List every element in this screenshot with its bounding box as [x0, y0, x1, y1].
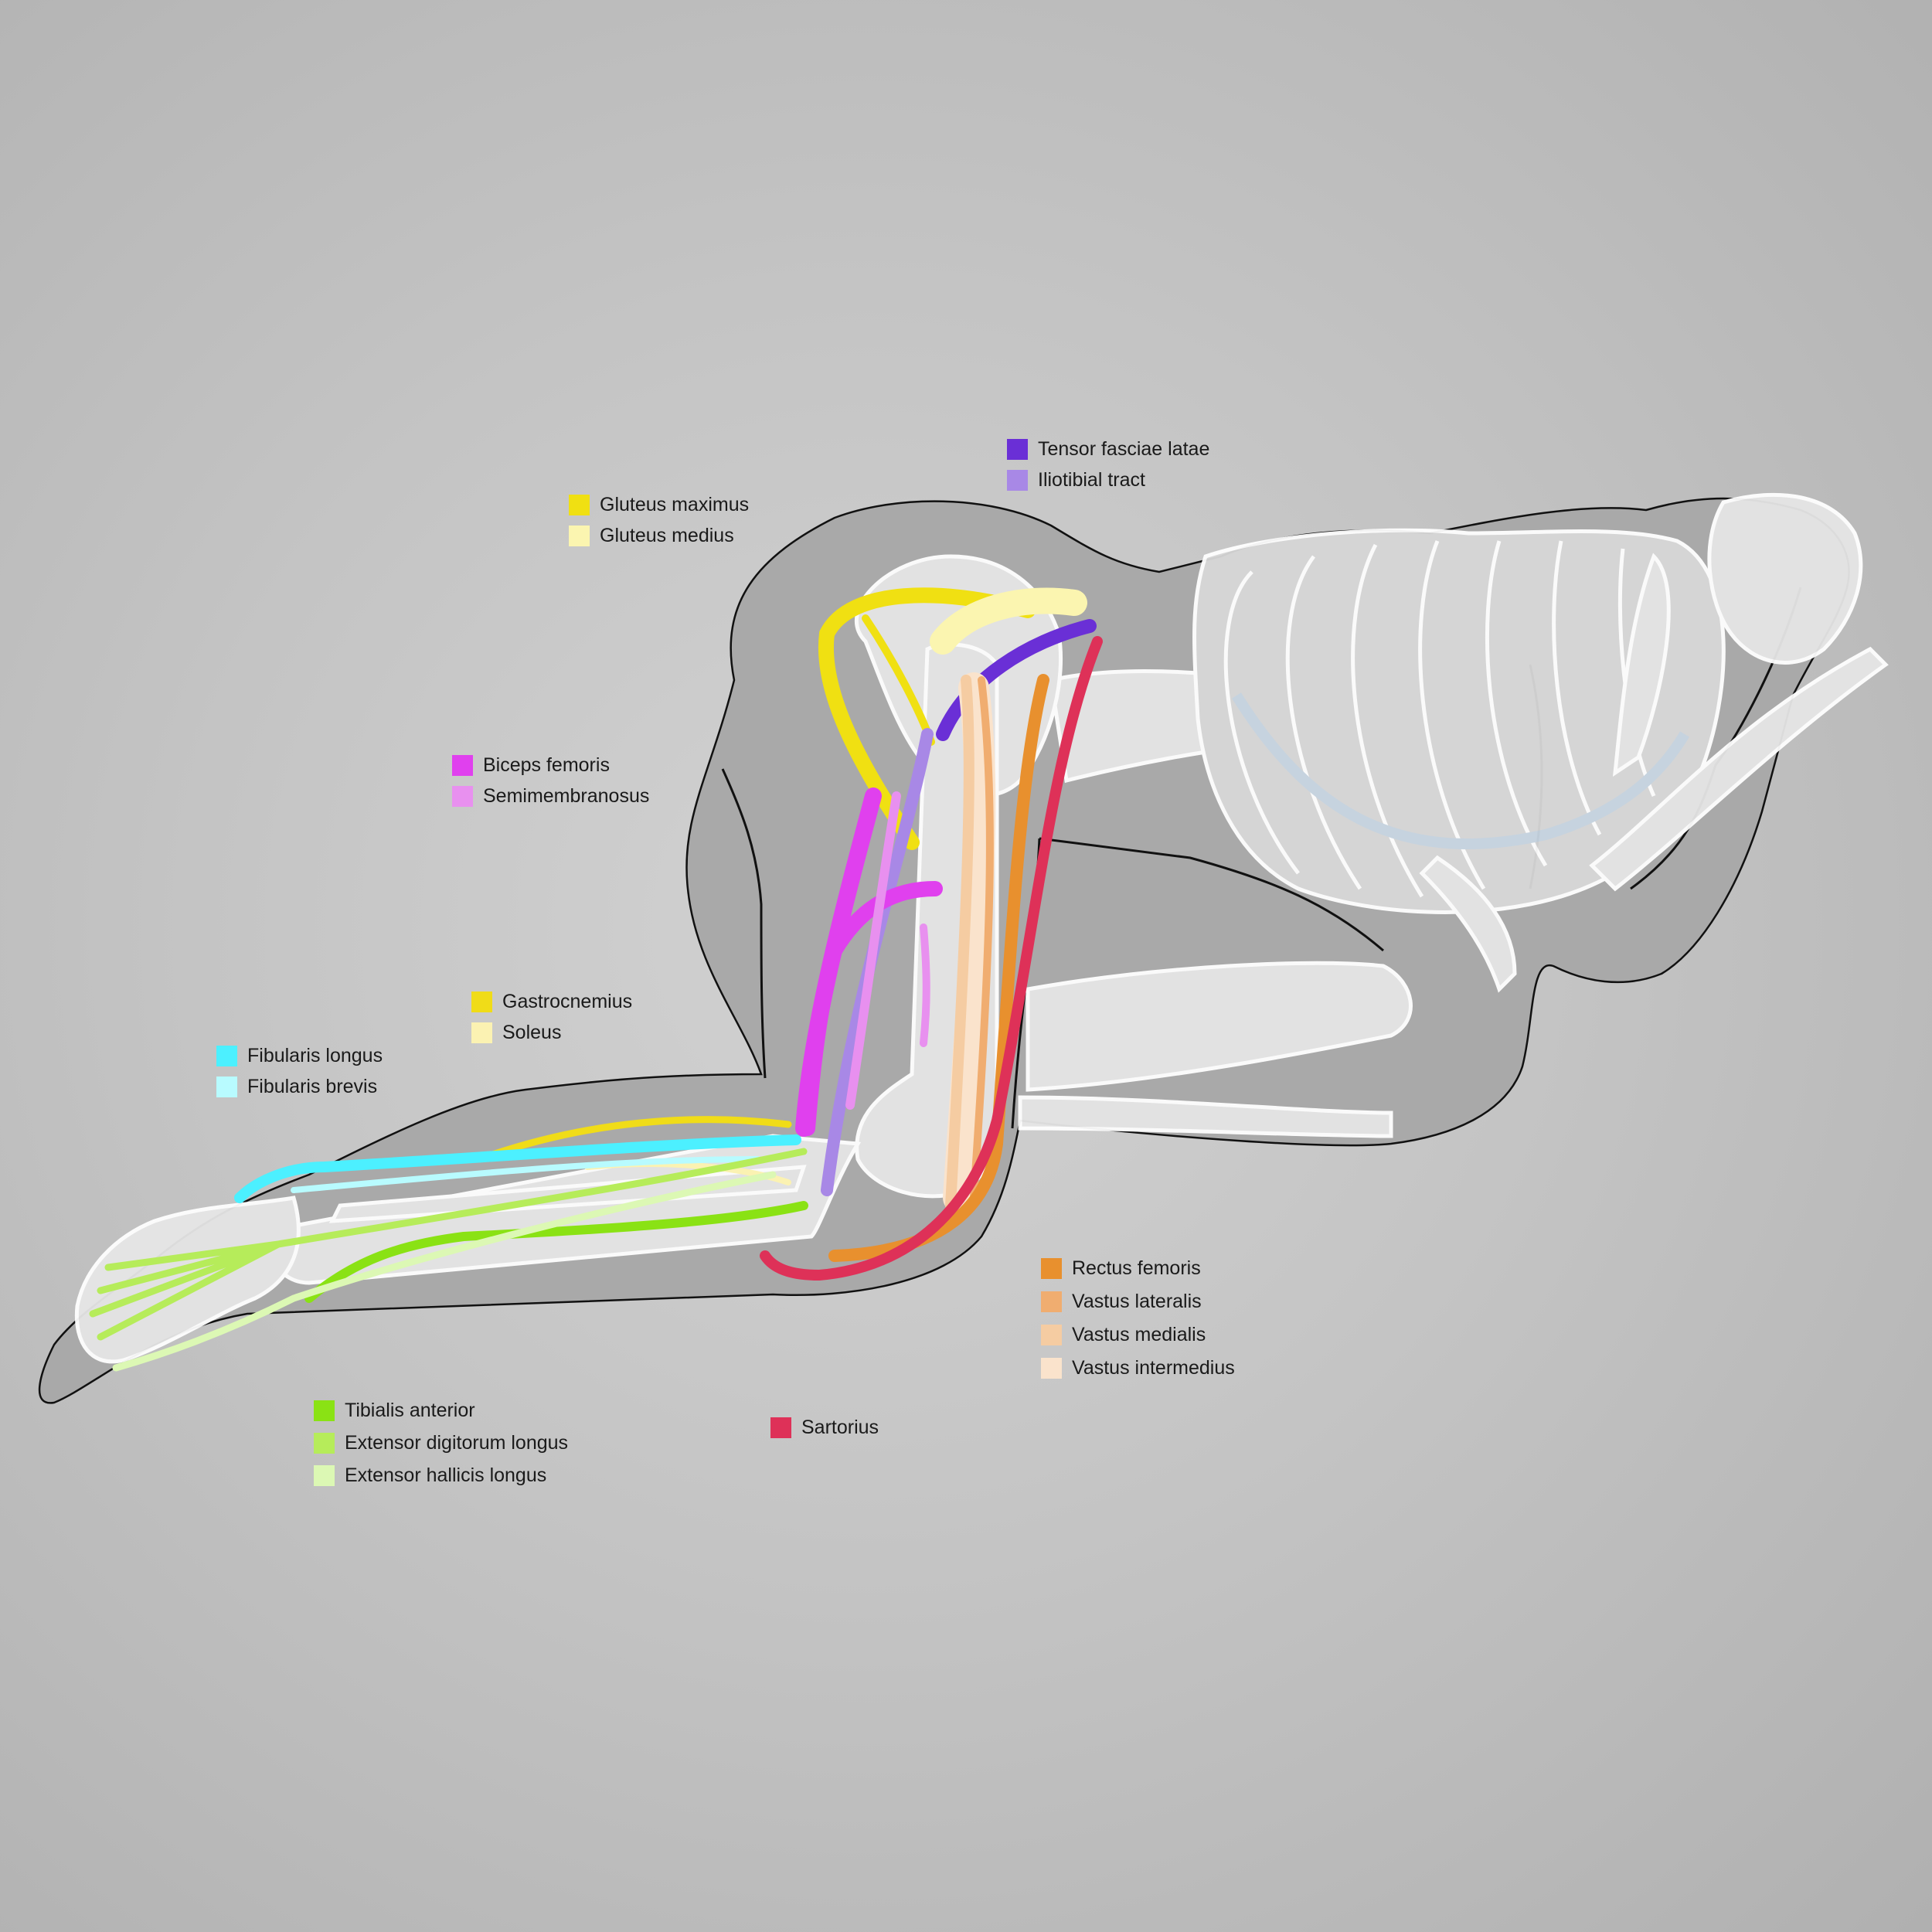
- legend-swatch: [314, 1432, 335, 1454]
- legend-swatch: [1007, 438, 1028, 460]
- legend-group-calf: Gastrocnemius Soleus: [471, 986, 632, 1048]
- legend-item: Biceps femoris: [452, 750, 649, 781]
- legend-swatch: [452, 785, 473, 807]
- tensor-fasciae-latae-shape: [936, 619, 1097, 741]
- legend-item: Extensor digitorum longus: [314, 1427, 568, 1459]
- legend-label: Rectus femoris: [1072, 1257, 1201, 1279]
- bones: [74, 492, 1889, 1364]
- legend-item: Sartorius: [770, 1412, 879, 1443]
- legend-label: Semimembranosus: [483, 784, 650, 807]
- extensor-digitorum-longus-shape: [89, 1148, 808, 1341]
- legend-label: Fibularis longus: [247, 1044, 383, 1066]
- legend-swatch: [452, 754, 473, 776]
- legend-group-hamstrings: Biceps femoris Semimembranosus: [452, 750, 649, 811]
- legend-label: Extensor hallicis longus: [345, 1464, 547, 1486]
- legend-label: Gluteus medius: [600, 524, 734, 546]
- legend-swatch: [569, 494, 590, 515]
- legend-label: Extensor digitorum longus: [345, 1431, 569, 1454]
- legend-label: Sartorius: [801, 1416, 879, 1438]
- legend-label: Gastrocnemius: [502, 990, 633, 1012]
- legend-swatch: [1041, 1358, 1062, 1379]
- legend-swatch: [569, 525, 590, 546]
- legend-item: Rectus femoris: [1041, 1252, 1235, 1285]
- legend-swatch: [1041, 1258, 1062, 1279]
- legend-label: Gluteus maximus: [600, 493, 750, 515]
- legend-group-gluteus: Gluteus maximus Gluteus medius: [569, 489, 749, 551]
- legend-label: Vastus intermedius: [1072, 1357, 1235, 1379]
- vastus-lateralis-shape: [970, 676, 994, 1202]
- legend-item: Gastrocnemius: [471, 986, 632, 1017]
- legend-label: Tibialis anterior: [345, 1399, 475, 1421]
- legend-group-fibularis: Fibularis longus Fibularis brevis: [216, 1040, 383, 1102]
- semimembranosus-shape: [845, 791, 901, 1110]
- legend-swatch: [1041, 1291, 1062, 1312]
- legend-swatch: [216, 1076, 237, 1097]
- legend-item: Fibularis brevis: [216, 1071, 383, 1102]
- legend-swatch: [314, 1400, 335, 1421]
- gastrocnemius-shape: [475, 1116, 792, 1163]
- legend-swatch: [770, 1417, 791, 1438]
- legend-item: Vastus lateralis: [1041, 1285, 1235, 1318]
- legend-label: Biceps femoris: [483, 753, 610, 776]
- legend-label: Fibularis brevis: [247, 1075, 378, 1097]
- legend-item: Semimembranosus: [452, 781, 649, 811]
- legend-swatch: [471, 1022, 492, 1043]
- legend-label: Tensor fasciae latae: [1038, 437, 1210, 460]
- vastus-medialis-shape: [945, 675, 975, 1211]
- legend-item: Soleus: [471, 1017, 632, 1048]
- gluteus-medius-shape: [930, 587, 1087, 655]
- muscles: [89, 587, 1103, 1372]
- legend-group-extensors: Tibialis anterior Extensor digitorum lon…: [314, 1394, 568, 1492]
- legend-swatch: [314, 1464, 335, 1486]
- legend-group-sartorius: Sartorius: [770, 1412, 879, 1443]
- legend-swatch: [1041, 1325, 1062, 1345]
- legend-group-tensor: Tensor fasciae latae Iliotibial tract: [1007, 434, 1209, 495]
- legend-group-quadriceps: Rectus femoris Vastus lateralis Vastus m…: [1041, 1252, 1235, 1385]
- legend-swatch: [471, 991, 492, 1012]
- legend-item: Gluteus medius: [569, 520, 749, 551]
- legend-label: Vastus medialis: [1072, 1324, 1206, 1345]
- legend-item: Fibularis longus: [216, 1040, 383, 1071]
- legend-item: Iliotibial tract: [1007, 464, 1209, 495]
- vastus-intermedius-shape: [943, 672, 996, 1213]
- legend-item: Tibialis anterior: [314, 1394, 568, 1427]
- gluteus-maximus-shape: [818, 587, 1036, 850]
- legend-item: Extensor hallicis longus: [314, 1459, 568, 1492]
- legend-swatch: [216, 1045, 237, 1066]
- legend-label: Vastus lateralis: [1072, 1291, 1202, 1312]
- legend-item: Vastus medialis: [1041, 1318, 1235, 1352]
- legend-label: Iliotibial tract: [1038, 468, 1145, 491]
- extensor-hallicis-longus-shape: [112, 1171, 777, 1372]
- legend-label: Soleus: [502, 1021, 562, 1043]
- sartorius-shape: [760, 636, 1103, 1281]
- legend-swatch: [1007, 469, 1028, 491]
- legend-item: Gluteus maximus: [569, 489, 749, 520]
- legend-item: Tensor fasciae latae: [1007, 434, 1209, 464]
- fibularis-longus-shape: [234, 1134, 801, 1203]
- legend-item: Vastus intermedius: [1041, 1352, 1235, 1385]
- fibularis-brevis-shape: [291, 1156, 760, 1193]
